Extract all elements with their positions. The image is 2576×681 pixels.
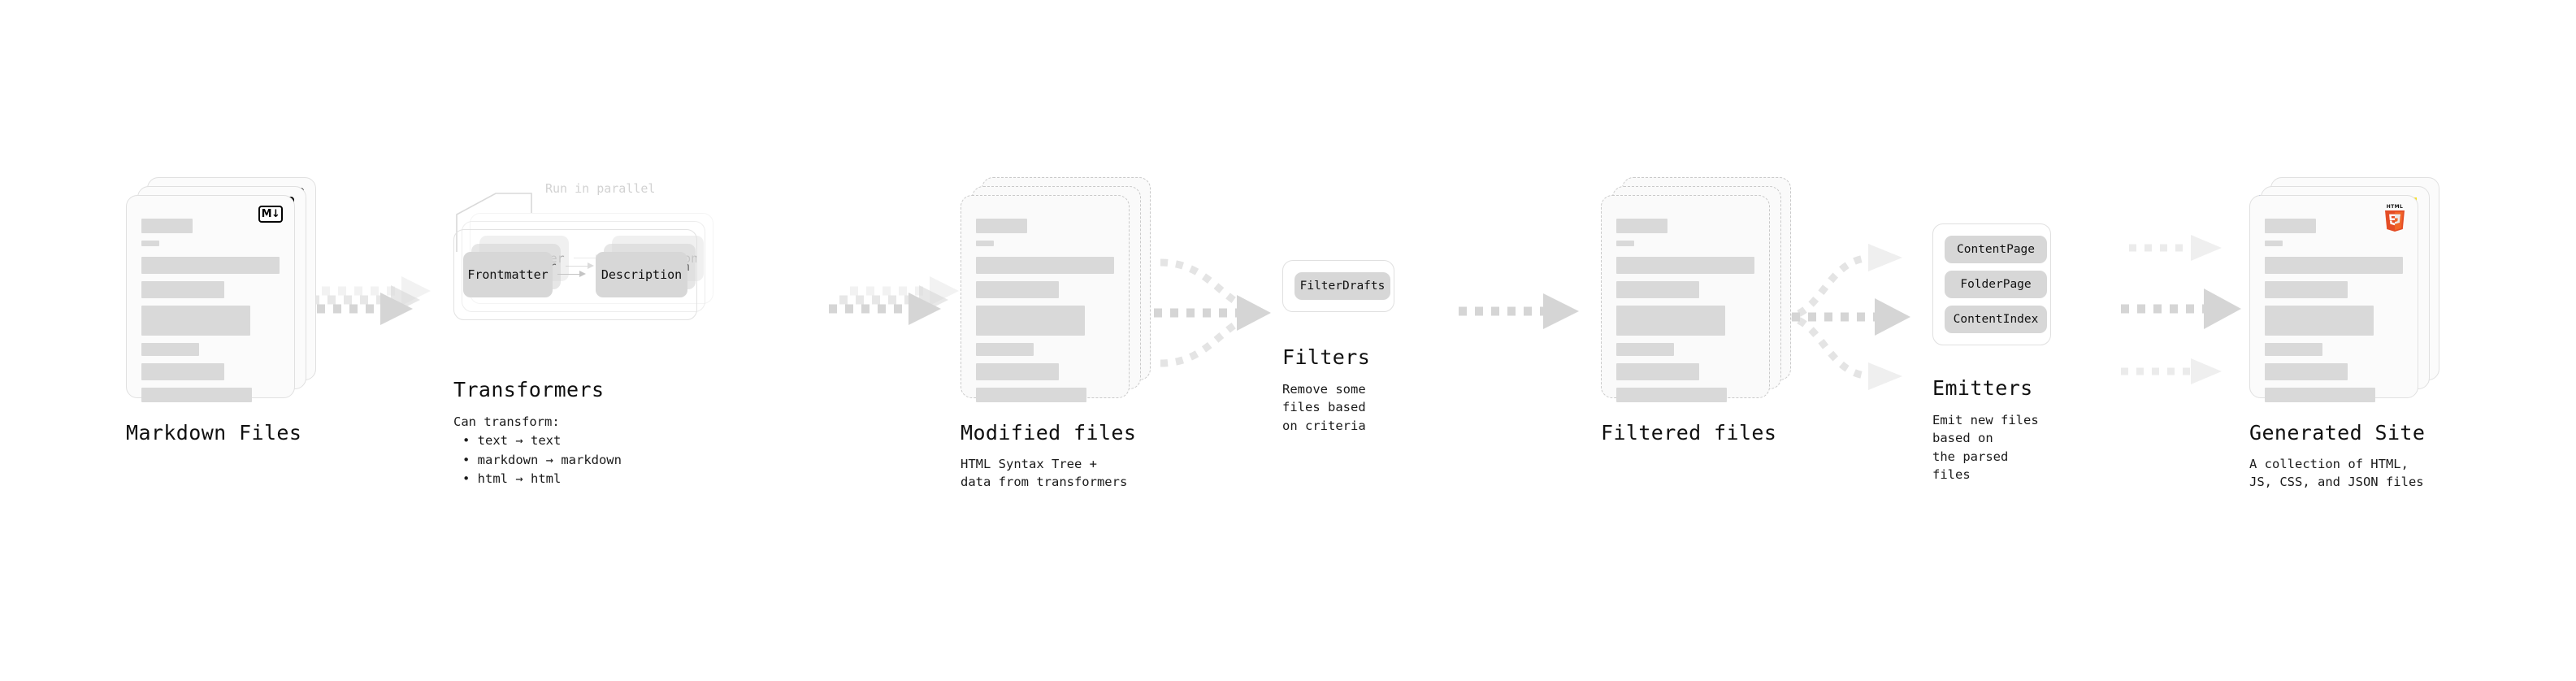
- doc-line: [141, 219, 193, 233]
- run-in-parallel-annotation: Run in parallel: [545, 181, 656, 196]
- stage-title-modified-files: Modified files: [961, 421, 1137, 445]
- site-doc-stack: CSS HTML: [2249, 177, 2444, 402]
- doc-line: [141, 363, 224, 380]
- stage-emitters: ContentPage FolderPage ContentIndex Emit…: [1932, 223, 2051, 482]
- stage-title-transformers: Transformers: [453, 378, 605, 401]
- modified-doc-stack: [961, 177, 1156, 402]
- doc-line: [2265, 343, 2323, 356]
- doc-line: [976, 241, 994, 246]
- doc-skeleton-lines: [976, 219, 1114, 402]
- modified-doc-front: [961, 195, 1130, 402]
- doc-line: [2265, 257, 2403, 274]
- emitter-node-contentindex[interactable]: ContentIndex: [1945, 306, 2047, 333]
- doc-line: [2265, 306, 2374, 336]
- doc-line: [2265, 281, 2348, 298]
- doc-line: [141, 343, 200, 356]
- doc-line: [976, 343, 1034, 356]
- markdown-badge: M↓: [258, 206, 283, 223]
- doc-line: [2265, 219, 2316, 233]
- doc-line: [1616, 257, 1754, 274]
- site-doc-html: HTML: [2249, 195, 2418, 402]
- stage-markdown-files: M↓ M↓ M↓ Markdown Files: [126, 177, 321, 445]
- html5-icon: HTML: [2385, 204, 2405, 232]
- doc-line: [141, 241, 159, 246]
- doc-line: [141, 257, 280, 274]
- emitters-module: ContentPage FolderPage ContentIndex: [1932, 223, 2051, 345]
- doc-line: [976, 363, 1059, 380]
- arrow-right-icon: [565, 262, 600, 271]
- conn-modified-filters: [1154, 258, 1271, 367]
- svg-text:HTML: HTML: [2387, 204, 2404, 210]
- stage-modified-files: Modified files HTML Syntax Tree + data f…: [961, 177, 1156, 489]
- doc-line: [2265, 363, 2348, 380]
- stage-filtered-files: Filtered files: [1601, 177, 1796, 445]
- conn-markdown-transformers: [301, 276, 431, 325]
- conn-filters-filtered: [1459, 293, 1579, 329]
- doc-line: [2265, 241, 2283, 246]
- doc-line: [976, 219, 1027, 233]
- doc-line: [141, 388, 252, 402]
- emitter-node-contentpage[interactable]: ContentPage: [1945, 236, 2047, 263]
- stage-generated-site: CSS HTML: [2249, 177, 2444, 489]
- conn-emitters-site: [2121, 235, 2241, 384]
- transformer-card-front: Frontmatter Description: [453, 229, 697, 320]
- stage-title-filtered-files: Filtered files: [1601, 421, 1777, 445]
- parallel-leader-line: [456, 193, 532, 252]
- doc-line: [976, 388, 1086, 402]
- transformer-node-frontmatter[interactable]: Frontmatter: [463, 252, 553, 297]
- list-item: html → html: [453, 470, 622, 488]
- filtered-doc-front: [1601, 195, 1770, 402]
- doc-line: [1616, 306, 1726, 336]
- doc-skeleton-lines: [1616, 219, 1754, 402]
- transformer-node-description[interactable]: Description: [596, 252, 687, 297]
- stage-title-filters: Filters: [1282, 345, 1371, 369]
- doc-line: [141, 281, 224, 298]
- doc-line: [976, 257, 1114, 274]
- doc-line: [1616, 388, 1727, 402]
- markdown-doc-front: M↓: [126, 195, 295, 402]
- doc-skeleton-lines: [141, 219, 280, 402]
- stage-title-markdown-files: Markdown Files: [126, 421, 302, 445]
- filter-node-filterdrafts[interactable]: FilterDrafts: [1295, 272, 1390, 300]
- transformers-capability-list: Can transform: text → text markdown → ma…: [453, 413, 622, 488]
- markdown-doc-stack: M↓ M↓ M↓: [126, 177, 321, 402]
- stage-desc-filters: Remove some files based on criteria: [1282, 382, 1366, 433]
- list-intro: Can transform:: [453, 414, 560, 429]
- stage-filters: FilterDrafts Filters Remove some files b…: [1282, 260, 1394, 433]
- conn-transformers-modified: [829, 276, 959, 325]
- doc-skeleton-lines: [2265, 219, 2403, 402]
- list-item: markdown → markdown: [453, 451, 622, 470]
- doc-line: [1616, 241, 1634, 246]
- doc-line: [1616, 281, 1699, 298]
- doc-line: [1616, 343, 1675, 356]
- doc-line: [1616, 219, 1667, 233]
- stage-title-generated-site: Generated Site: [2249, 421, 2426, 445]
- filtered-doc-stack: [1601, 177, 1796, 402]
- list-item: text → text: [453, 432, 622, 450]
- conn-filtered-emitters: [1776, 244, 1910, 390]
- doc-line: [1616, 363, 1699, 380]
- arrow-right-icon: [557, 270, 592, 280]
- filters-module: FilterDrafts: [1282, 260, 1394, 312]
- doc-line: [976, 306, 1086, 336]
- stage-desc-modified-files: HTML Syntax Tree + data from transformer…: [961, 457, 1128, 490]
- doc-line: [2265, 388, 2375, 402]
- stage-desc-generated-site: A collection of HTML, JS, CSS, and JSON …: [2249, 457, 2424, 490]
- html5-badge: HTML: [2382, 202, 2408, 232]
- transformers-card-stack: Frontmatter Description Frontmatter Desc…: [453, 213, 713, 327]
- stage-transformers: Run in parallel Frontmatter Description …: [453, 181, 713, 486]
- doc-line: [976, 281, 1059, 298]
- doc-line: [141, 306, 251, 336]
- emitter-node-folderpage[interactable]: FolderPage: [1945, 271, 2047, 298]
- stage-desc-emitters: Emit new files based on the parsed files: [1932, 413, 2039, 483]
- stage-title-emitters: Emitters: [1932, 376, 2033, 400]
